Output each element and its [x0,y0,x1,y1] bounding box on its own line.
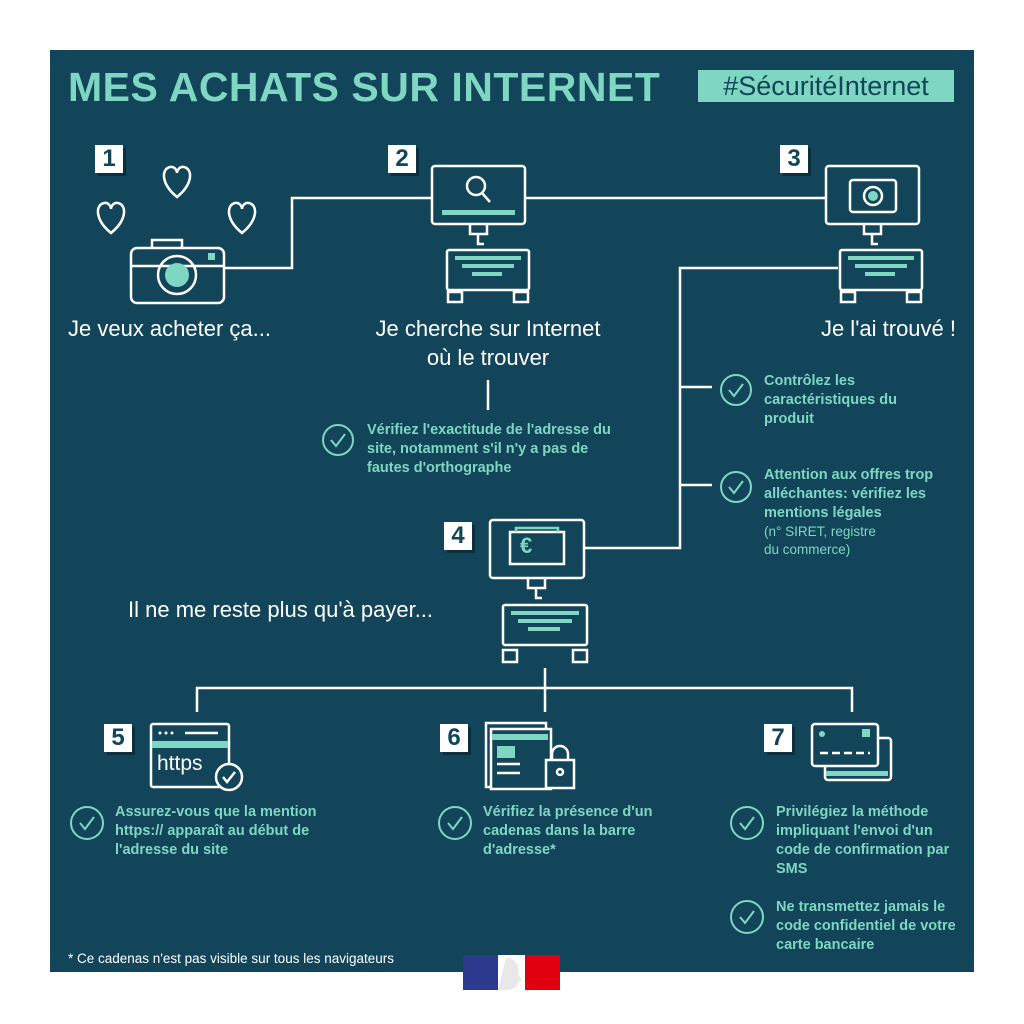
tip-text: Vérifiez la présence d'un cadenas dans l… [483,804,653,858]
step-number: 7 [764,724,792,752]
browser-lock-icon [484,721,576,791]
keyboard-hands-icon [838,248,924,304]
step-number: 2 [388,145,416,173]
step-caption: Il ne me reste plus qu'à payer... [128,597,434,622]
step-number: 3 [780,145,808,173]
connector-lines [195,196,854,712]
caption-line: Je cherche sur Internet [375,316,601,341]
tip-text: Ne transmettez jamais le code confidenti… [776,899,956,953]
step-number: 4 [444,522,472,550]
tip-text: Assurez-vous que la mention https:// app… [115,804,317,858]
tip-text: Privilégiez la méthode impliquant l'envo… [776,804,950,877]
browser-https-icon [149,722,244,792]
monitor-search-icon [430,164,527,246]
government-logo [463,955,560,990]
caption-line: où le trouver [426,345,550,370]
tip-note: (n° SIRET, registre du commerce) [764,524,876,557]
step-caption: Je cherche sur Internet où le trouver [338,316,638,371]
check-icon [70,374,764,934]
camera-icon [129,238,226,305]
tip-main: Attention aux offres trop alléchantes: v… [764,467,934,521]
keyboard-hands-icon [501,603,589,664]
monitor-euro-icon [488,518,586,600]
tip-text: Contrôlez les caractéristiques du produi… [764,373,897,427]
infographic-panel [50,50,974,972]
tip-text: Vérifiez l'exactitude de l'adresse du si… [367,422,611,476]
https-label: https [157,752,203,775]
tip-text: Attention aux offres trop alléchantes: v… [764,466,934,559]
page-title: MES ACHATS SUR INTERNET [68,64,661,110]
heart-icon [96,165,257,235]
step-caption: Je l'ai trouvé ! [820,316,956,341]
step-number: 5 [104,724,132,752]
step-caption: Je veux acheter ça... [68,316,271,341]
keyboard-hands-icon [445,248,531,304]
footnote: * Ce cadenas n'est pas visible sur tous … [68,951,395,966]
step-number: 6 [440,724,468,752]
credit-card-icon [810,722,893,782]
euro-symbol: € [520,533,533,558]
hashtag-badge: #SécuritéInternet [698,70,954,102]
monitor-camera-icon [824,164,921,246]
step-number: 1 [95,145,123,173]
